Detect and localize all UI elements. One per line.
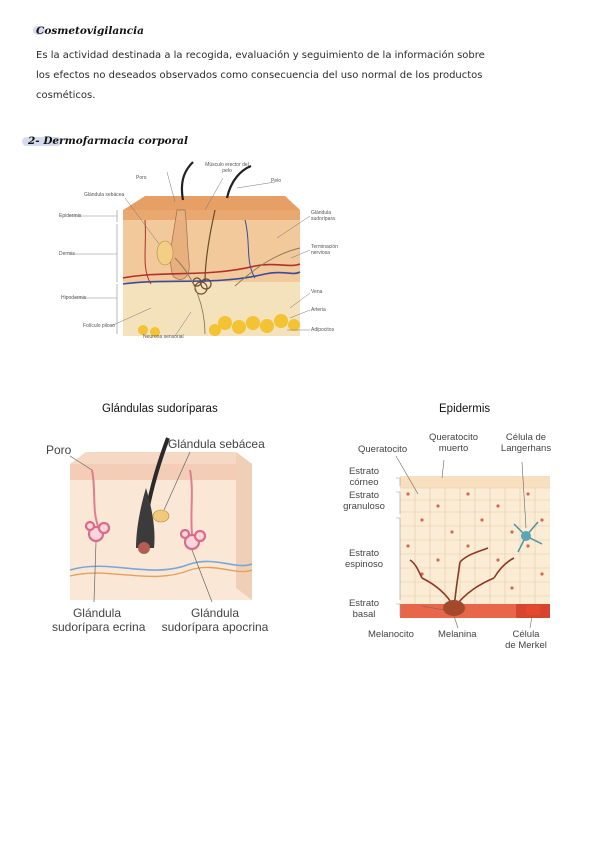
paragraph-line: los efectos no deseados observados como … xyxy=(36,70,483,81)
label-queratocito: Queratocito xyxy=(358,444,408,455)
label-line: Estrato xyxy=(348,490,380,501)
section-title-dermofarmacia: 2- Dermofarmacia corporal xyxy=(28,135,188,147)
label-glandula-sudoripara: Glándula sudorípara xyxy=(311,210,335,222)
definition-paragraph: Es la actividad destinada a la recogida,… xyxy=(36,46,485,106)
label-celula-langerhans: Célula de Langerhans xyxy=(496,432,556,454)
label-celula-merkel: Célula de Merkel xyxy=(498,629,554,651)
label-line: granuloso xyxy=(343,501,385,512)
label-arteria: Arteria xyxy=(311,307,326,313)
sweat-glands-illustration xyxy=(69,437,253,603)
label-dermis: Dermis xyxy=(59,251,75,257)
label-estrato-granuloso: Estrato granuloso xyxy=(336,490,392,512)
skin-block-illustration xyxy=(69,161,311,337)
heading-highlight xyxy=(22,137,62,146)
label-line: Célula de xyxy=(505,432,547,443)
label-neurona-sensorial: Neurona sensorial xyxy=(143,334,184,340)
label-line: córneo xyxy=(349,477,379,488)
label-poro: Poro xyxy=(46,443,72,457)
label-line: sudorípara apocrina xyxy=(161,620,269,634)
label-line: Estrato xyxy=(348,598,380,609)
label-line: Queratocito xyxy=(428,432,479,443)
label-glandula-sebacea: Glándula sebácea xyxy=(168,437,265,451)
label-line: Glándula xyxy=(72,606,122,620)
section-title-cosmetovigilancia: Cosmetovigilancia xyxy=(36,25,144,37)
label-queratocito-muerto: Queratocito muerto xyxy=(426,432,481,454)
label-line: Estrato xyxy=(348,548,380,559)
label-glandula-apocrina: Glándula sudorípara apocrina xyxy=(160,606,270,634)
label-glandula-ecrina: Glándula sudorípara ecrina xyxy=(52,606,146,634)
figure-title-glandulas: Glándulas sudoríparas xyxy=(102,403,218,415)
label-line: de Merkel xyxy=(505,640,547,651)
label-line: sudorípara ecrina xyxy=(52,620,146,634)
label-line: Glándula xyxy=(190,606,240,620)
label-terminacion-nerviosa: Terminación nerviosa xyxy=(311,244,338,256)
sweat-glands-figure: Poro Glándula sebácea Glándula sudorípar… xyxy=(40,430,270,640)
epidermis-illustration xyxy=(395,455,550,629)
label-epidermis: Epidermis xyxy=(59,213,82,219)
label-estrato-basal: Estrato basal xyxy=(336,598,392,620)
figure-title-epidermis: Epidermis xyxy=(439,403,491,415)
label-estrato-corneo: Estrato córneo xyxy=(336,466,392,488)
heading-highlight xyxy=(33,26,45,35)
skin-cross-section-figure: Poro Músculo erector del pelo Pelo Glánd… xyxy=(55,158,355,343)
label-line: Célula xyxy=(512,629,540,640)
label-line: muerto xyxy=(438,443,469,454)
paragraph-line: Es la actividad destinada a la recogida,… xyxy=(36,50,485,61)
label-estrato-espinoso: Estrato espinoso xyxy=(336,548,392,570)
label-line: Langerhans xyxy=(500,443,552,454)
label-musculo-erector: Músculo erector del pelo xyxy=(205,162,249,174)
label-pelo: Pelo xyxy=(271,178,282,184)
label-line: espinoso xyxy=(344,559,384,570)
label-melanina: Melanina xyxy=(438,629,477,640)
label-glandula-sebacea: Glándula sebácea xyxy=(84,192,125,198)
label-vena: Vena xyxy=(311,289,323,295)
label-hipodermis: Hipodermis xyxy=(61,295,87,301)
paragraph-line: cosméticos. xyxy=(36,90,96,101)
label-line: Estrato xyxy=(348,466,380,477)
label-line: basal xyxy=(352,609,376,620)
label-adipocitos: Adipocitos xyxy=(311,327,335,333)
epidermis-figure: Queratocito Queratocito muerto Célula de… xyxy=(330,428,575,653)
label-poro: Poro xyxy=(136,175,147,181)
label-foliculo-piloso: Folículo piloso xyxy=(83,323,115,329)
label-melanocito: Melanocito xyxy=(368,629,414,640)
